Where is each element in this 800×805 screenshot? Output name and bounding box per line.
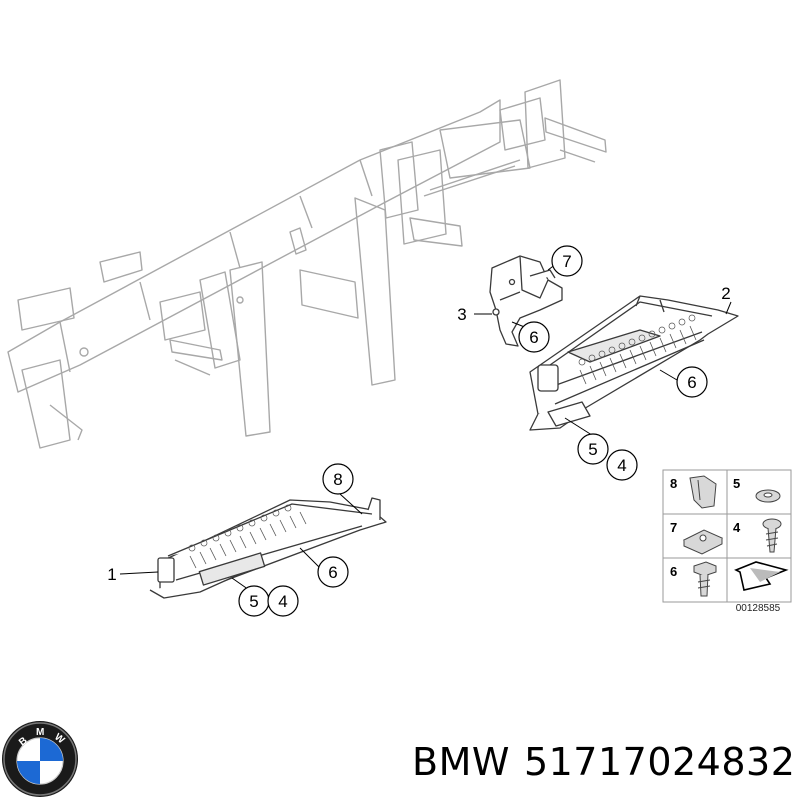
clip-nut-icon — [682, 529, 724, 555]
legend-cell-4: 4 — [733, 518, 782, 553]
legend-cell-6: 6 — [670, 561, 717, 597]
callout-5: 5 — [238, 585, 270, 617]
callout-5: 5 — [577, 433, 609, 465]
callout-number: 2 — [721, 284, 730, 303]
callout-3: 3 — [457, 305, 466, 324]
legend-number: 6 — [670, 564, 677, 579]
callout-number: 5 — [249, 592, 258, 611]
callout-number: 3 — [457, 305, 466, 324]
brand-name: BMW — [412, 740, 510, 784]
callout-4: 4 — [267, 585, 299, 617]
legend-number: 5 — [733, 476, 740, 491]
callout-2: 2 — [721, 284, 730, 303]
legend-cell-7: 7 — [670, 520, 724, 555]
knee-protection-left — [149, 497, 387, 599]
callout-number: 6 — [687, 373, 696, 392]
callout-number: 6 — [529, 328, 538, 347]
bolt-icon — [693, 561, 717, 597]
diagram-code: 00128585 — [736, 603, 781, 614]
legend-cell-8: 8 — [670, 475, 717, 509]
part-caption: BMW 51717024832 — [412, 740, 795, 784]
parts-legend: 8 5 7 4 — [662, 469, 792, 614]
legend-number: 8 — [670, 476, 677, 491]
callout-number: 1 — [107, 565, 116, 584]
legend-cell-5: 5 — [733, 476, 781, 503]
callout-number: 6 — [328, 563, 337, 582]
callout-8: 8 — [322, 463, 354, 495]
callout-4: 4 — [606, 449, 638, 481]
callout-number: 7 — [562, 252, 571, 271]
callout-6: 6 — [676, 366, 708, 398]
part-number: 51717024832 — [523, 740, 796, 784]
knee-protection-right — [529, 295, 739, 431]
legend-number: 7 — [670, 520, 677, 535]
callout-6: 6 — [518, 321, 550, 353]
plastic-clip-icon — [689, 475, 717, 509]
callout-number: 4 — [278, 592, 287, 611]
cross-member-drawing — [7, 79, 607, 449]
screw-icon — [762, 518, 782, 553]
bmw-logo-icon: B M W — [2, 721, 78, 797]
callout-number: 8 — [333, 470, 342, 489]
callout-7: 7 — [551, 245, 583, 277]
washer-icon — [755, 489, 781, 503]
svg-text:M: M — [36, 727, 44, 738]
callout-6: 6 — [317, 556, 349, 588]
callout-number: 4 — [617, 456, 626, 475]
callout-number: 5 — [588, 440, 597, 459]
mounting-bracket — [489, 255, 563, 347]
legend-number: 4 — [733, 520, 741, 535]
arrow-icon — [734, 561, 789, 591]
callout-1: 1 — [107, 565, 116, 584]
